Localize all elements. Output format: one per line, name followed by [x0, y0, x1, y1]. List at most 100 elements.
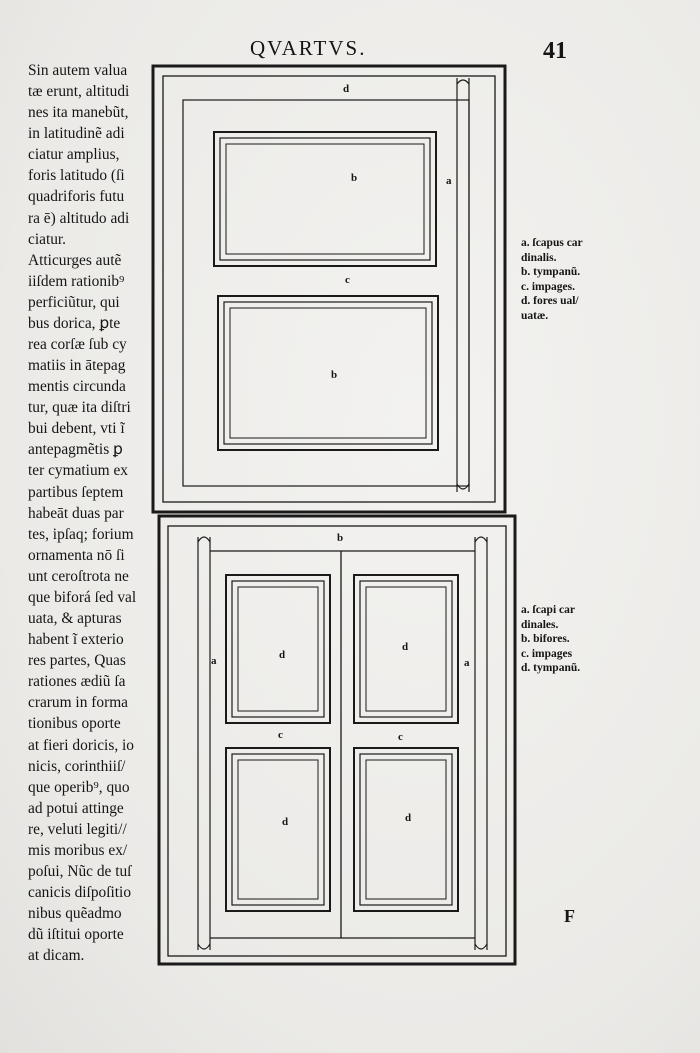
- body-text-line: nibus quẽadmo: [28, 905, 122, 923]
- legend-line: uatæ.: [521, 309, 549, 322]
- fig2-label-d2: d: [402, 641, 408, 653]
- legend-line: a. ſcapi car: [521, 604, 575, 616]
- fig2-label-b: b: [337, 532, 343, 544]
- signature-mark: F: [564, 906, 575, 926]
- fig1-outer-frame: [151, 64, 507, 514]
- fig2-label-c-left: c: [278, 729, 283, 741]
- body-text-line: que biforá ſed val: [28, 588, 137, 606]
- fig2-panel-bottom-left-core: [237, 759, 319, 900]
- body-text-line: habeāt duas par: [28, 504, 124, 522]
- fig2-inner-frame: [167, 525, 507, 957]
- body-text-line: antepagmẽtis ꝑ: [28, 441, 123, 459]
- body-text-line: iiſdem rationib⁹: [28, 272, 125, 290]
- fig2-right-post-cap-top: [474, 536, 488, 543]
- body-text-line: nes ita manebũt,: [28, 104, 129, 122]
- page-number: 41: [543, 38, 567, 64]
- fig2-panel-top-left-inner: [231, 580, 325, 718]
- fig2-left-post-cap-top: [197, 536, 211, 543]
- running-head: QVARTVS.: [250, 36, 367, 60]
- body-text-line: ciatur.: [28, 230, 67, 248]
- body-text-line: mis moribus ex/: [28, 841, 128, 859]
- fig1-pivot-post-cap-bottom: [456, 483, 470, 490]
- fig1-upper-panel-inner: [225, 143, 425, 255]
- fig2-label-d3: d: [282, 816, 288, 828]
- fig1-label-d: d: [343, 83, 349, 95]
- body-text-line: uata, & apturas: [28, 610, 122, 628]
- fig2-panel-bottom-left-outer: [225, 747, 331, 912]
- body-text-line: at dicam.: [28, 947, 85, 965]
- body-text-line: rationes ædiũ ſa: [28, 673, 126, 691]
- body-text-line: nicis, corinthiiſ/: [28, 757, 126, 775]
- figure-single-door: [151, 64, 507, 514]
- body-text-line: crarum in forma: [28, 694, 128, 712]
- body-text-line: Sin autem valua: [28, 62, 128, 79]
- fig1-label-b-top: b: [351, 172, 357, 184]
- body-text-line: poſui, Nũc de tuſ: [28, 862, 132, 880]
- body-text-line: quadriforis futu: [28, 188, 125, 206]
- fig2-panel-bottom-right-core: [365, 759, 447, 900]
- legend-line: a. ſcapus car: [521, 237, 583, 249]
- body-text-line: at fieri doricis, io: [28, 736, 134, 754]
- body-text-line: ornamenta nō ſi: [28, 546, 125, 564]
- fig1-label-b-bottom: b: [331, 369, 337, 381]
- body-text-line: ra ē) altitudo adi: [28, 209, 130, 227]
- figure1-legend: a. ſcapus car dinalis. b. tympanũ. c. impag…: [521, 236, 583, 323]
- body-text-line: dũ iſtitui oporte: [28, 926, 124, 944]
- legend-line: b. tympanũ.: [521, 266, 581, 278]
- body-text-line: ad potui attinge: [28, 799, 124, 817]
- figure1-labels: d b a c b: [331, 83, 452, 381]
- fig2-panel-top-left-core: [237, 586, 319, 712]
- body-text-line: bus dorica, ꝑte: [28, 314, 121, 332]
- fig2-label-a-left: a: [211, 655, 217, 667]
- fig2-panel-bottom-right-outer: [353, 747, 459, 912]
- fig1-upper-panel-outer: [213, 131, 437, 267]
- body-text-line: que operib⁹, quo: [28, 778, 130, 796]
- fig2-outer-frame: [157, 514, 517, 966]
- fig2-right-post-cap-bottom: [474, 943, 488, 950]
- body-text-line: ter cymatium ex: [28, 462, 129, 480]
- legend-line: c. impages.: [521, 280, 575, 293]
- body-text-column: Sin autem valua tæ erunt, altitudi nes ita…: [28, 60, 153, 966]
- figure2-labels: b d d a a c c d d: [211, 532, 470, 828]
- fig2-panel-bottom-right-inner: [359, 753, 453, 906]
- fig2-label-c-right: c: [398, 731, 403, 743]
- body-text-line: tionibus oporte: [28, 715, 121, 733]
- body-text-line: in latitudinẽ adi: [28, 125, 125, 143]
- fig1-lower-panel-inner: [229, 307, 427, 439]
- fig2-panel-top-left-outer: [225, 574, 331, 724]
- body-text-line: rea corſæ ſub cy: [28, 336, 127, 354]
- legend-line: d. tympanũ.: [521, 662, 581, 674]
- body-text-line: tæ erunt, altitudi: [28, 83, 130, 101]
- fig2-label-d4: d: [405, 812, 411, 824]
- figure-double-door: [157, 514, 517, 966]
- body-text-line: Atticurges autẽ: [28, 251, 122, 269]
- fig2-panel-bottom-left-inner: [231, 753, 325, 906]
- fig2-panel-top-right-outer: [353, 574, 459, 724]
- fig1-lower-panel-outer: [217, 295, 439, 451]
- fig1-upper-panel-mid: [219, 137, 431, 261]
- fig2-panel-top-right-core: [365, 586, 447, 712]
- body-text-line: partibus ſeptem: [28, 483, 124, 501]
- fig1-pivot-post-cap-top: [456, 79, 470, 85]
- legend-line: dinalis.: [521, 251, 557, 264]
- body-text-line: tur, quæ ita diſtri: [28, 399, 131, 417]
- legend-line: c. impages: [521, 647, 573, 660]
- fig2-panel-top-right-inner: [359, 580, 453, 718]
- figure2-legend: a. ſcapi car dinales. b. bifores. c. impage…: [521, 603, 580, 676]
- fig2-label-a-right: a: [464, 657, 470, 669]
- fig1-label-c: c: [345, 274, 350, 286]
- body-text-line: matiis in ātepag: [28, 357, 126, 375]
- legend-line: b. bifores.: [521, 633, 570, 645]
- legend-line: dinales.: [521, 618, 559, 631]
- fig1-lower-panel-mid: [223, 301, 433, 445]
- body-text-line: tes, ipſaq; forium: [28, 525, 134, 543]
- body-text-line: mentis circunda: [28, 378, 126, 396]
- body-text-line: re, veluti legiti//: [28, 820, 127, 838]
- body-text-line: foris latitudo (ſi: [28, 167, 125, 185]
- body-text-line: ciatur amplius,: [28, 146, 120, 164]
- fig2-label-d1: d: [279, 649, 285, 661]
- body-text-line: res partes, Quas: [28, 652, 126, 670]
- fig1-inner-frame: [162, 75, 496, 503]
- body-text-line: canicis diſpoſitio: [28, 884, 132, 902]
